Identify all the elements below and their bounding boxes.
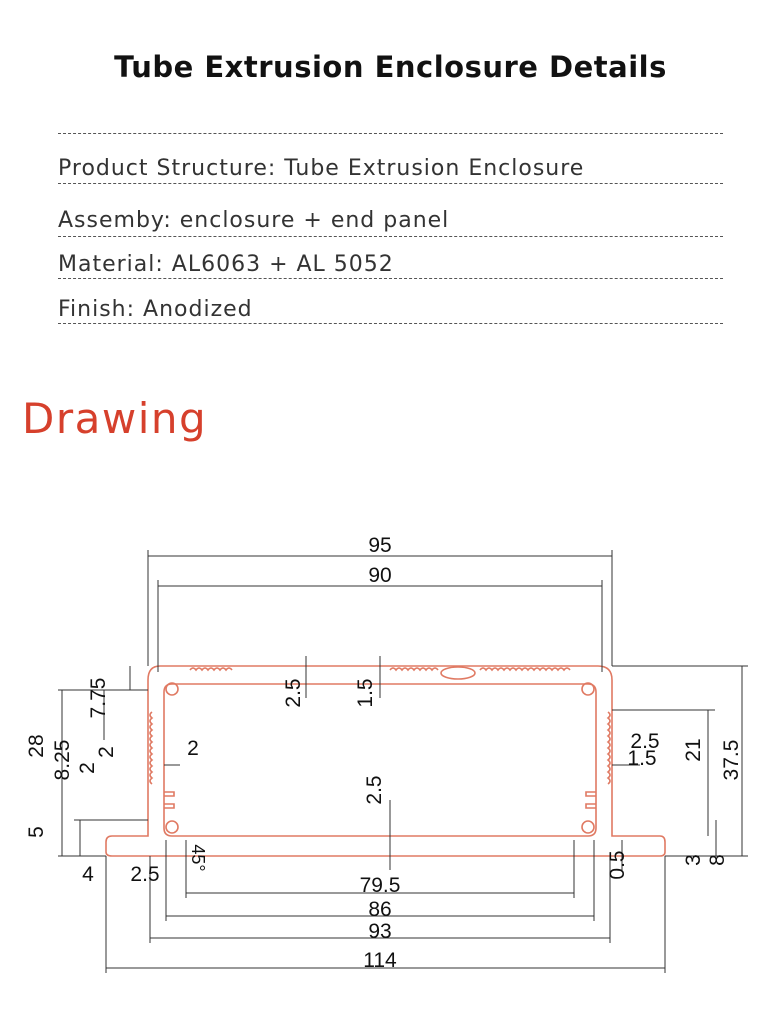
spec-label: Product Structure: [58,156,277,181]
dim-93: 93 [368,920,391,943]
drawing-heading: Drawing [22,394,208,443]
dim-95: 95 [368,534,391,557]
dim-7-75: 7.75 [87,678,110,719]
enclosure-profile [105,665,666,857]
spec-product-structure: Product Structure: Tube Extrusion Enclos… [58,156,584,181]
dim-1-5-top: 1.5 [354,678,377,707]
dim-2-wall: 2 [187,737,199,760]
dim-86: 86 [368,898,391,921]
spec-divider [58,323,723,324]
dim-5: 5 [25,826,48,838]
dimension-lines [58,550,748,973]
page-title: Tube Extrusion Enclosure Details [114,50,667,84]
dim-45-degree: 45° [188,844,208,871]
dim-90: 90 [368,564,391,587]
dim-2-5-top: 2.5 [282,678,305,707]
dim-0-5: 0.5 [606,850,629,879]
spec-label: Finish: [58,297,136,322]
spec-divider [58,183,723,184]
dim-1-5-right: 1.5 [627,747,656,770]
spec-divider [58,133,723,134]
dim-2-a: 2 [76,762,99,774]
dim-2-b: 2 [95,746,118,758]
spec-label: Material: [58,252,164,277]
dim-2-5-center: 2.5 [363,775,386,804]
dim-2-5-right: 2.5 [630,730,659,753]
spec-value: enclosure + end panel [179,208,450,233]
spec-assembly: Assemby: enclosure + end panel [58,208,449,233]
dim-114: 114 [363,949,397,972]
dim-2-5-bottom: 2.5 [130,863,159,886]
spec-divider [58,236,723,237]
dim-28: 28 [25,734,48,757]
spec-value: Anodized [143,297,253,322]
dim-3: 3 [682,854,705,866]
spec-value: Tube Extrusion Enclosure [284,156,585,181]
dim-21: 21 [682,738,705,761]
spec-finish: Finish: Anodized [58,297,253,322]
spec-label: Assemby: [58,208,172,233]
dim-8: 8 [706,854,729,866]
spec-material: Material: AL6063 + AL 5052 [58,252,394,277]
dim-37-5: 37.5 [720,740,743,781]
dim-8-25: 8.25 [51,740,74,781]
spec-divider [58,278,723,279]
dim-79-5: 79.5 [360,874,401,897]
spec-value: AL6063 + AL 5052 [171,252,394,277]
dim-4: 4 [82,863,94,886]
